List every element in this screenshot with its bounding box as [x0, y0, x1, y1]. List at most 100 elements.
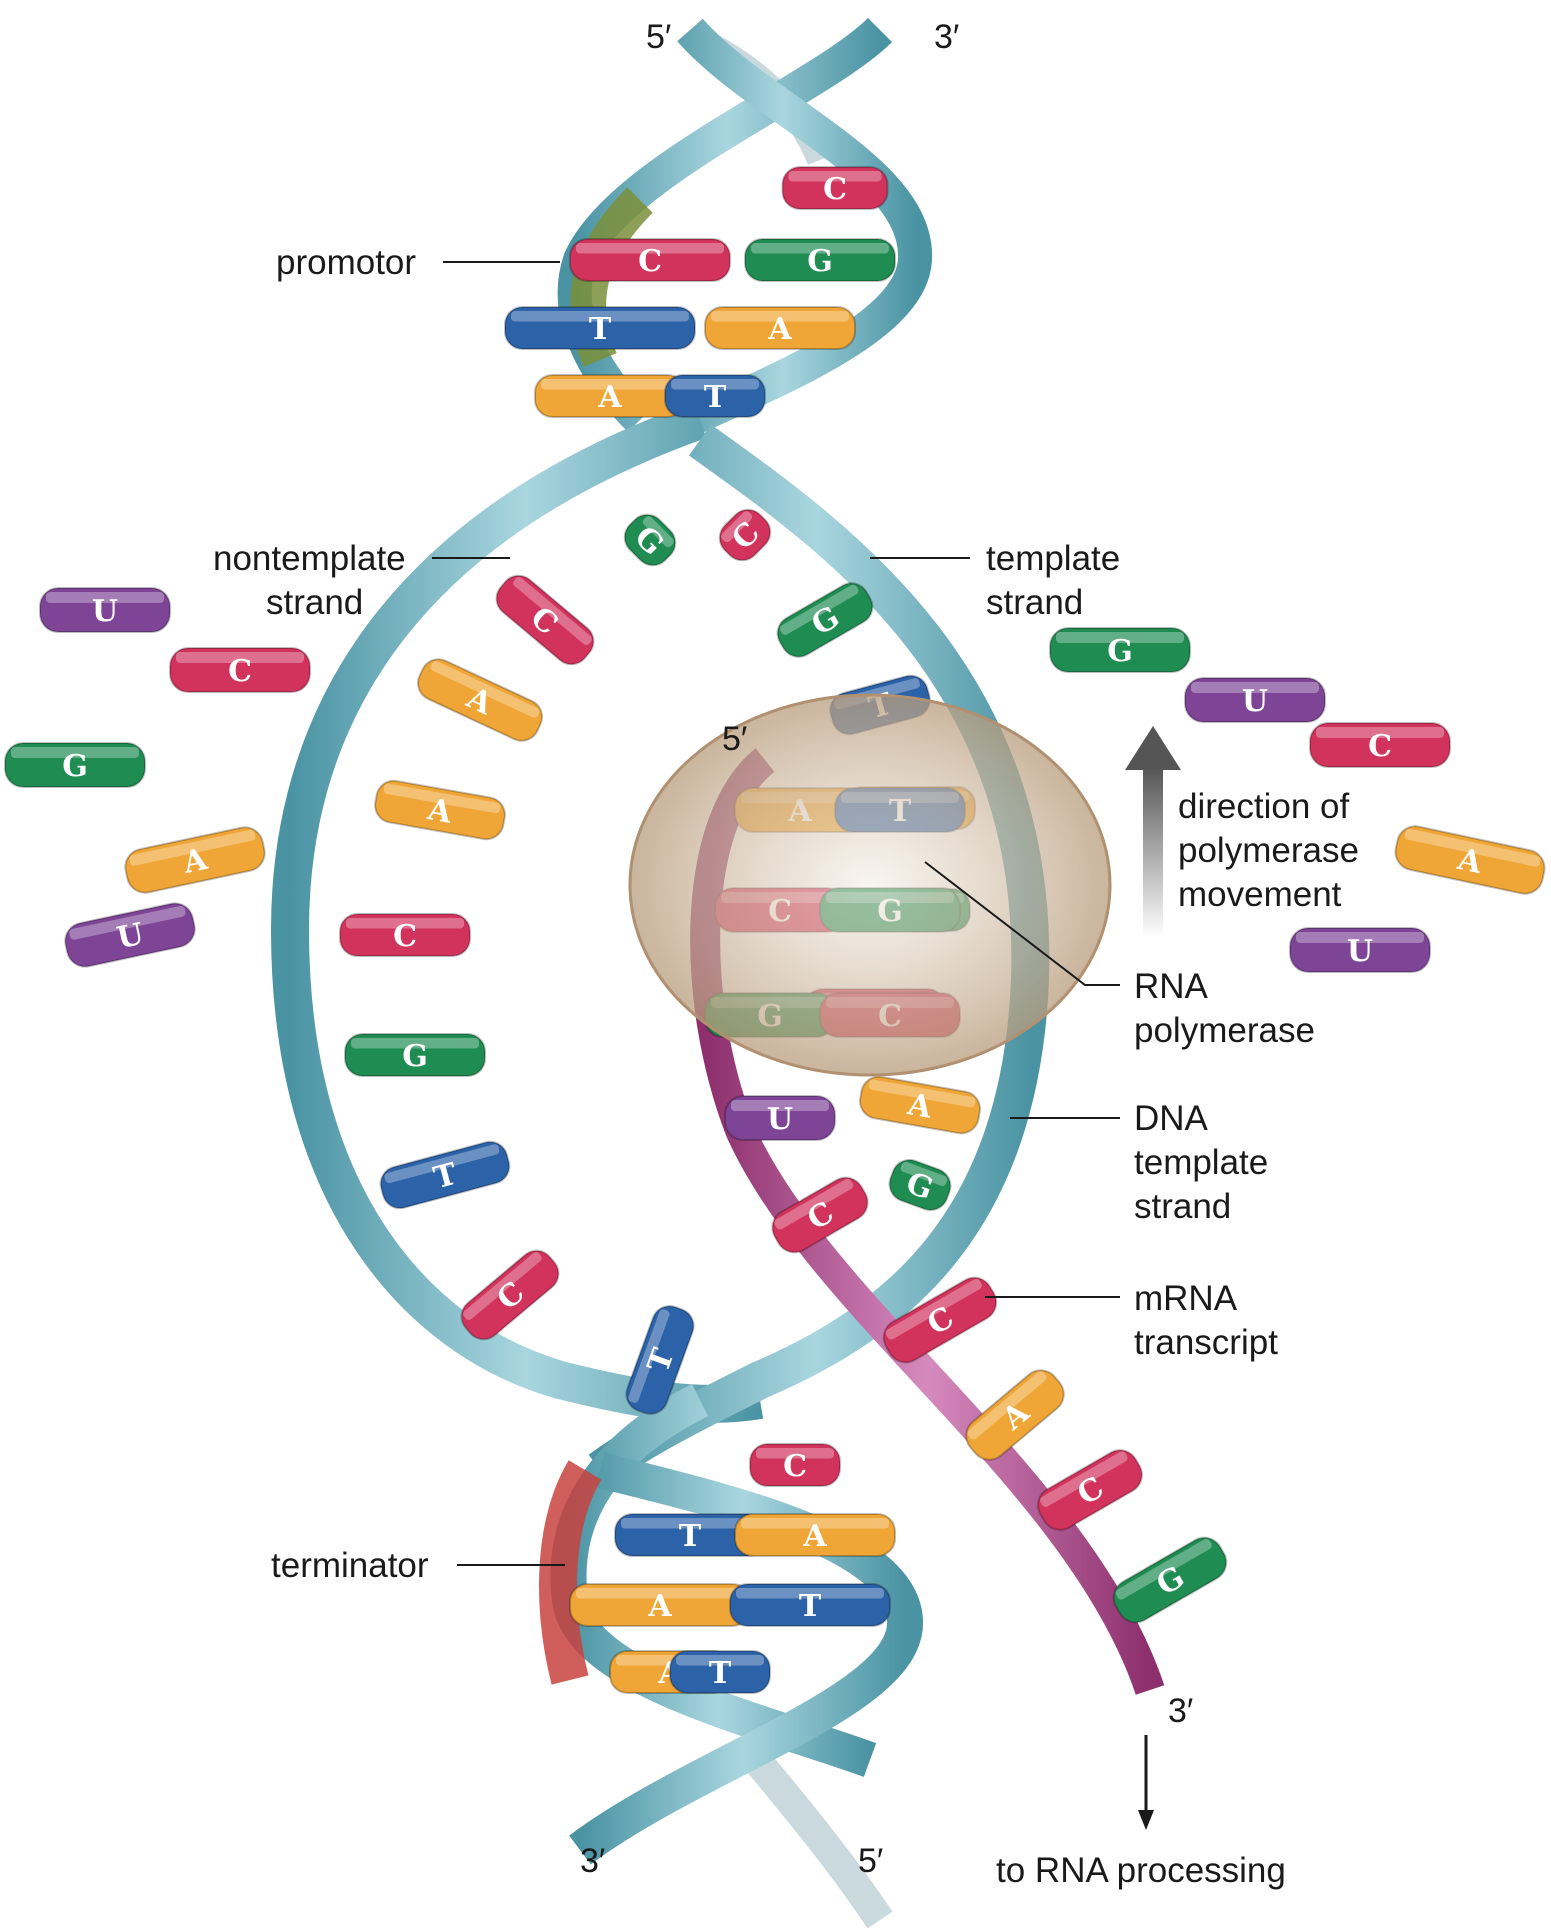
base-mrna-1: C	[771, 1176, 869, 1254]
label-dna-template-3: strand	[1134, 1187, 1231, 1226]
direction-arrow	[1125, 726, 1181, 938]
base-bottom-right-3: T	[669, 1650, 771, 1694]
base-bottom-right-0: C	[749, 1443, 841, 1487]
svg-text:T: T	[799, 1589, 822, 1624]
svg-text:T: T	[704, 380, 727, 415]
processing-arrow	[1138, 1735, 1154, 1830]
label-mrna-2: transcript	[1134, 1323, 1278, 1362]
label-direction-1: direction of	[1178, 787, 1349, 826]
label-nontemplate-1: nontemplate	[213, 539, 406, 578]
svg-text:C: C	[228, 654, 252, 689]
base-nontemplate-7: C	[460, 1249, 560, 1341]
svg-text:A: A	[647, 1589, 672, 1624]
svg-text:T: T	[679, 1519, 702, 1554]
base-mrna-4: C	[1037, 1449, 1143, 1531]
svg-text:G: G	[807, 244, 833, 279]
svg-text:C: C	[638, 244, 662, 279]
free-nucleotide-right-2: C	[1309, 722, 1451, 768]
base-top-right-2: A	[704, 306, 856, 350]
base-bottom-right-2: T	[729, 1583, 891, 1627]
base-nontemplate-5: G	[344, 1033, 486, 1077]
label-polymerase-2: polymerase	[1134, 1011, 1315, 1050]
end-top-left: 5′	[646, 18, 671, 56]
label-dna-template-2: template	[1134, 1143, 1268, 1182]
label-direction-2: polymerase	[1178, 831, 1359, 870]
base-mrna-0: U	[724, 1095, 836, 1141]
nontemplate-strand	[270, 402, 764, 1423]
end-bottom-left: 3′	[580, 1842, 605, 1880]
svg-text:G: G	[402, 1039, 428, 1074]
svg-text:A: A	[802, 1519, 827, 1554]
end-bottom-right: 5′	[858, 1842, 883, 1880]
base-nontemplate-6: T	[379, 1140, 511, 1210]
free-nucleotide-right-0: G	[1049, 627, 1191, 673]
end-labels: 5′ 3′ 3′ 5′ 5′ 3′	[580, 18, 1193, 1880]
svg-text:T: T	[709, 1656, 732, 1691]
svg-text:U: U	[1347, 934, 1373, 969]
base-top-left-3: A	[534, 374, 686, 418]
svg-text:C: C	[393, 919, 417, 954]
free-nucleotide-right-4: U	[1289, 927, 1431, 973]
leader-polymerase	[924, 861, 1120, 986]
free-nucleotide-left-1: C	[169, 647, 311, 693]
label-template-2: strand	[986, 583, 1083, 622]
base-top-left-1: C	[569, 238, 731, 282]
svg-text:T: T	[589, 312, 612, 347]
base-nontemplate-2: A	[416, 658, 544, 742]
base-nontemplate-0: G	[623, 513, 677, 567]
end-mrna-3: 3′	[1168, 1692, 1193, 1730]
label-mrna-1: mRNA	[1134, 1279, 1238, 1318]
label-processing: to RNA processing	[996, 1851, 1286, 1890]
free-nucleotide-right-1: U	[1184, 677, 1326, 723]
base-mrna-2: C	[882, 1276, 998, 1364]
base-template-6: A	[859, 1075, 981, 1135]
base-nontemplate-3: A	[374, 779, 506, 841]
free-nucleotide-left-0: U	[39, 587, 171, 633]
svg-text:C: C	[823, 172, 847, 207]
rna-polymerase	[628, 693, 1112, 1077]
base-top-left-2: T	[504, 306, 696, 350]
base-nontemplate-1: C	[495, 574, 595, 666]
label-polymerase-1: RNA	[1134, 967, 1209, 1006]
svg-text:A: A	[767, 312, 792, 347]
template-strand	[588, 424, 1050, 1486]
free-nucleotide-left-2: G	[4, 742, 146, 788]
base-bottom-left-1: T	[614, 1513, 766, 1557]
free-nucleotide-right-3: A	[1394, 825, 1546, 895]
base-nontemplate-4: C	[339, 913, 471, 957]
free-nucleotide-left-4: U	[64, 902, 196, 968]
base-nontemplate-8: T	[625, 1305, 695, 1415]
svg-text:U: U	[767, 1102, 793, 1137]
label-nontemplate-2: strand	[266, 583, 363, 622]
label-template-1: template	[986, 539, 1120, 578]
svg-text:A: A	[597, 380, 622, 415]
base-top-right-3: T	[664, 374, 766, 418]
svg-text:C: C	[783, 1449, 807, 1484]
labels: promotor nontemplate strand template str…	[213, 243, 1359, 1890]
strand-bottom-2	[569, 1452, 923, 1865]
label-dna-template-1: DNA	[1134, 1099, 1209, 1138]
base-top-right-1: G	[744, 238, 896, 282]
base-template-1: G	[776, 582, 874, 658]
svg-text:C: C	[1368, 729, 1392, 764]
base-mrna-5: G	[1112, 1536, 1228, 1624]
label-promotor: promotor	[276, 243, 416, 282]
svg-text:U: U	[92, 594, 118, 629]
base-bottom-right-1: A	[734, 1513, 896, 1557]
base-mrna-3: A	[965, 1369, 1065, 1461]
base-template-0: C	[718, 508, 772, 562]
leader-lines	[432, 261, 1120, 1566]
label-direction-3: movement	[1178, 875, 1342, 914]
free-nucleotide-left-3: A	[124, 826, 266, 894]
end-top-right: 3′	[934, 18, 959, 56]
label-terminator: terminator	[271, 1546, 429, 1585]
svg-text:G: G	[1107, 634, 1133, 669]
base-top-right-0: C	[781, 166, 889, 210]
terminator-region	[539, 1460, 602, 1685]
end-mrna-5: 5′	[722, 720, 747, 758]
base-template-7: G	[888, 1158, 952, 1212]
base-bottom-left-2: A	[569, 1583, 751, 1627]
svg-text:G: G	[62, 749, 88, 784]
